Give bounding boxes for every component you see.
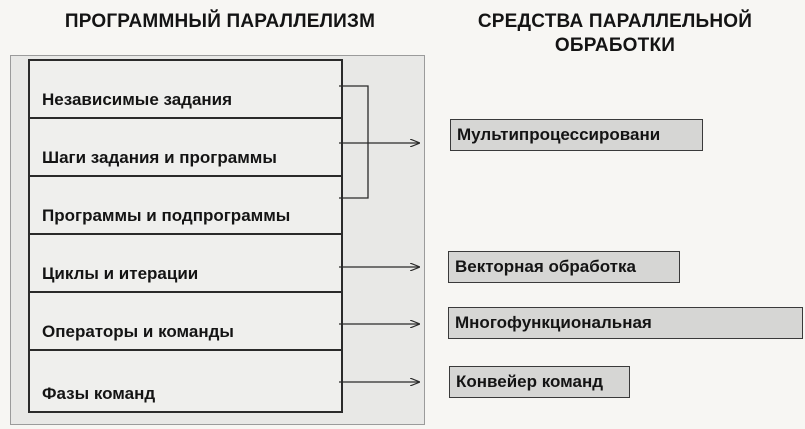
tool-multifunctional: Многофункциональная: [448, 307, 803, 339]
tool-vector-processing: Векторная обработка: [448, 251, 680, 283]
level-label: Циклы и итерации: [42, 264, 199, 283]
tool-label: Векторная обработка: [455, 257, 636, 276]
level-programs-subprograms: Программы и подпрограммы: [30, 177, 341, 235]
level-loops-iterations: Циклы и итерации: [30, 235, 341, 293]
level-job-steps: Шаги задания и программы: [30, 119, 341, 177]
tool-label: Мультипроцессировани: [457, 125, 661, 144]
right-header-line-2: ОБРАБОТКИ: [554, 35, 676, 56]
level-label: Программы и подпрограммы: [42, 206, 291, 225]
tool-multiprocessing: Мультипроцессировани: [450, 119, 703, 151]
level-operators-commands: Операторы и команды: [30, 293, 341, 351]
right-header-line-1: СРЕДСТВА ПАРАЛЛЕЛЬНОЙ: [477, 11, 753, 32]
tool-label: Конвейер команд: [456, 372, 604, 391]
level-label: Операторы и команды: [42, 322, 234, 341]
tool-instruction-pipeline: Конвейер команд: [449, 366, 630, 398]
level-instruction-phases: Фазы команд: [30, 351, 341, 411]
left-column-header: ПРОГРАММНЫЙ ПАРАЛЛЕЛИЗМ: [64, 11, 376, 32]
parallelism-levels-stack: Независимые задания Шаги задания и прогр…: [28, 59, 343, 413]
level-label: Шаги задания и программы: [42, 148, 277, 167]
bracket-connector: [339, 85, 369, 199]
level-independent-jobs: Независимые задания: [30, 61, 341, 119]
right-column-header: СРЕДСТВА ПАРАЛЛЕЛЬНОЙ ОБРАБОТКИ: [455, 10, 775, 58]
level-label: Независимые задания: [42, 90, 233, 109]
tool-label: Многофункциональная: [455, 313, 652, 332]
level-label: Фазы команд: [42, 384, 156, 403]
